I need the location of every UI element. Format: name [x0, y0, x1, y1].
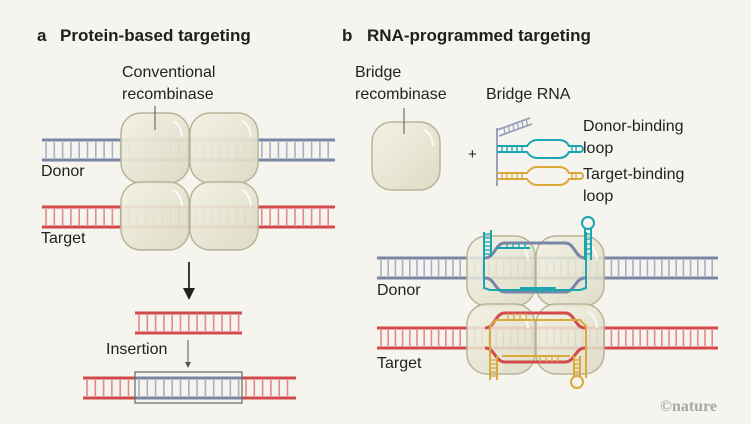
- bridge-rna-schematic: [496, 117, 584, 186]
- donor-binding-loop: [497, 139, 584, 159]
- donor-binding-loop-label-line2: loop: [583, 140, 614, 157]
- insertion-label: Insertion: [106, 341, 168, 358]
- target-fragment-dna: [135, 311, 242, 335]
- protein-highlight: [172, 120, 183, 138]
- result-target-right: [242, 376, 296, 400]
- bridge-rna-label: Bridge RNA: [486, 86, 571, 103]
- rna-stem-rung: [512, 124, 515, 131]
- panel-b-donor-label: Donor: [377, 282, 421, 299]
- target-loop-rna: [489, 319, 587, 380]
- target-hairpin-loop: [570, 375, 584, 389]
- bridge-recombinase-label-line2: recombinase: [355, 86, 447, 103]
- target-binding-loop: [497, 166, 584, 186]
- protein-highlight: [423, 129, 434, 147]
- donor-binding-loop-label-line1: Donor-binding: [583, 118, 684, 135]
- panel-a-title: Protein-based targeting: [60, 26, 251, 45]
- protein-highlight: [241, 120, 252, 138]
- panel-a-letter: a: [37, 26, 47, 45]
- protein-body: [189, 181, 259, 251]
- plus-sign: +: [468, 146, 477, 163]
- panel-b-title: RNA-programmed targeting: [367, 26, 591, 45]
- bridge-recombinase: [371, 121, 441, 191]
- target-binding-loop-label-line1: Target-binding: [583, 166, 685, 183]
- panel-a-donor-label: Donor: [41, 163, 85, 180]
- donor-hairpin-loop: [581, 216, 595, 230]
- protein-highlight: [518, 243, 529, 261]
- protein-body: [120, 181, 190, 251]
- donor-exchanged-strand-top: [484, 241, 586, 260]
- nature-credit: ©nature: [660, 398, 717, 415]
- rna-stem-rung: [521, 121, 524, 128]
- loop-outline: [497, 139, 584, 159]
- result-target-left: [83, 376, 135, 400]
- arrow-head: [183, 288, 195, 300]
- conventional-recombinase-label-line2: recombinase: [122, 86, 214, 103]
- bridge-recombinase-label-line1: Bridge: [355, 64, 402, 81]
- insertion-arrow-head: [185, 362, 191, 368]
- panel-a-target-label: Target: [41, 230, 86, 247]
- recombinase-subunit-4: [189, 181, 259, 251]
- rna-stem-rung: [503, 127, 506, 135]
- protein-body: [189, 112, 259, 184]
- result-donor-insert: [135, 376, 242, 400]
- rna-stem-rung: [507, 126, 511, 133]
- protein-highlight: [587, 311, 598, 329]
- rna-stem-rung: [516, 123, 520, 130]
- insertion-box: [134, 371, 243, 404]
- protein-body: [371, 121, 441, 191]
- protein-highlight: [241, 189, 252, 207]
- recombinase-subunit-2: [189, 112, 259, 184]
- donor-exchanged-strand-bottom: [484, 276, 586, 294]
- rna-stem-rung: [525, 119, 529, 127]
- recombinase-subunit-3: [120, 181, 190, 251]
- target-binding-loop-label-line2: loop: [583, 188, 614, 205]
- target-hairpin-stem: [573, 356, 581, 376]
- loop-outline: [497, 166, 584, 186]
- protein-highlight: [172, 189, 183, 207]
- panel-b-letter: b: [342, 26, 353, 45]
- panel-b-target-label: Target: [377, 355, 422, 372]
- protein-highlight: [587, 243, 598, 261]
- target-exchanged-strand-bottom: [484, 346, 586, 364]
- conventional-recombinase-label-line1: Conventional: [122, 64, 216, 81]
